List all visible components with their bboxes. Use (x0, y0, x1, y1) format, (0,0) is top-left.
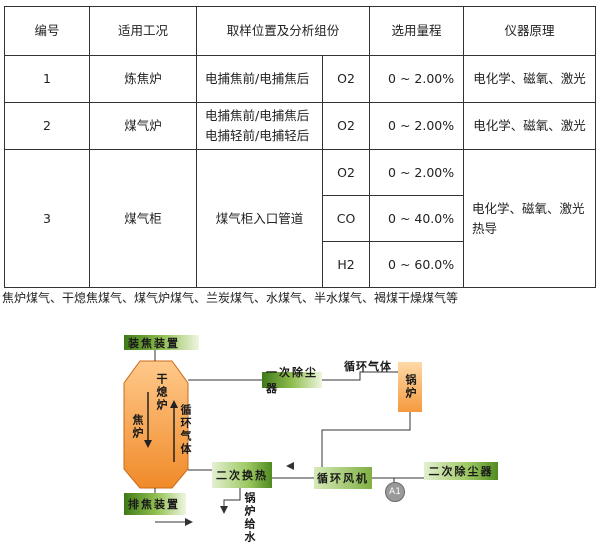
secondary-dust-collector: 二次除尘器 (424, 462, 498, 480)
arrow-head (286, 462, 294, 470)
cell-number: 2 (4, 102, 90, 150)
pipe-boiler-out (321, 412, 411, 472)
header-condition: 适用工况 (89, 6, 197, 56)
circulating-gas-label: 循环气体 (344, 360, 392, 373)
table-row: CO 0 ~ 40.0% (5, 195, 596, 242)
principle-line: 电化学、磁氧、激光 (472, 200, 585, 216)
circulating-fan: 循环风机 (314, 467, 372, 489)
principle-line: 热导 (472, 220, 498, 236)
cell-condition: 炼焦炉 (89, 55, 197, 103)
table-row: H2 0 ~ 60.0% (5, 241, 596, 288)
cell-range: 0 ~ 60.0% (369, 241, 465, 288)
cell-component: H2 (321, 241, 371, 288)
coke-loading-device: 装焦装置 (124, 335, 199, 350)
position-line: 电捕焦前/电捕焦后 (205, 108, 310, 123)
arrow-head (220, 506, 228, 514)
cell-condition: 煤气柜 (89, 149, 197, 288)
cell-position: 电捕焦前/电捕焦后 (196, 55, 323, 103)
cell-component: CO (321, 195, 371, 242)
primary-dust-collector: 一次除尘器 (262, 366, 322, 395)
spec-table: 编号 适用工况 取样位置及分析组份 选用量程 仪器原理 1 炼焦炉 电捕焦前/电… (4, 6, 597, 288)
analyzer-point-a1: A1 (385, 482, 405, 502)
gas-up-arrow-head (170, 400, 178, 408)
coke-down-arrow-head (144, 440, 152, 448)
cell-component: O2 (321, 149, 371, 196)
cell-number: 3 (4, 149, 90, 288)
secondary-heat-exchanger: 二次换热 (212, 462, 272, 488)
dry-quench-furnace-label: 干熄炉 (155, 373, 168, 412)
cell-range: 0 ~ 2.00% (369, 102, 465, 150)
circulating-gas-furnace-label: 循环气体 (179, 404, 192, 456)
boiler-feed-water-label: 锅炉给水 (243, 492, 256, 544)
boiler: 锅炉 (398, 362, 422, 412)
pipe-to-boiler (322, 371, 398, 381)
cell-position: 煤气柜入口管道 (196, 149, 323, 288)
cell-range: 0 ~ 40.0% (369, 195, 465, 242)
cell-principle: 电化学、磁氧、激光热导 (463, 149, 597, 288)
dry-quench-furnace-shape (123, 360, 189, 489)
cell-position: 电捕焦前/电捕焦后电捕轻前/电捕轻后 (196, 102, 323, 150)
cell-range: 0 ~ 2.00% (369, 55, 465, 103)
table-row: 3 煤气柜 煤气柜入口管道 O2 0 ~ 2.00% 电化学、磁氧、激光热导 (4, 149, 597, 288)
table-header-row: 编号 适用工况 取样位置及分析组份 选用量程 仪器原理 (4, 6, 597, 56)
gas-types-note: 焦炉煤气、干熄焦煤气、煤气炉煤气、兰炭煤气、水煤气、半水煤气、褐煤干燥煤气等 (2, 291, 459, 305)
header-range: 选用量程 (369, 6, 465, 56)
coke-discharge-device: 排焦装置 (124, 493, 186, 515)
header-number: 编号 (4, 6, 90, 56)
position-line: 电捕轻前/电捕轻后 (205, 128, 310, 143)
cell-principle: 电化学、磁氧、激光 (463, 102, 597, 150)
cell-component: O2 (321, 102, 371, 150)
cell-range: 0 ~ 2.00% (369, 149, 465, 196)
table-row: 2 煤气炉 电捕焦前/电捕焦后电捕轻前/电捕轻后 O2 0 ~ 2.00% 电化… (4, 102, 597, 150)
table-row: 1 炼焦炉 电捕焦前/电捕焦后 O2 0 ~ 2.00% 电化学、磁氧、激光 (4, 55, 597, 103)
coke-label: 焦炉 (131, 414, 144, 440)
arrow-head (185, 518, 193, 526)
header-principle: 仪器原理 (463, 6, 597, 56)
